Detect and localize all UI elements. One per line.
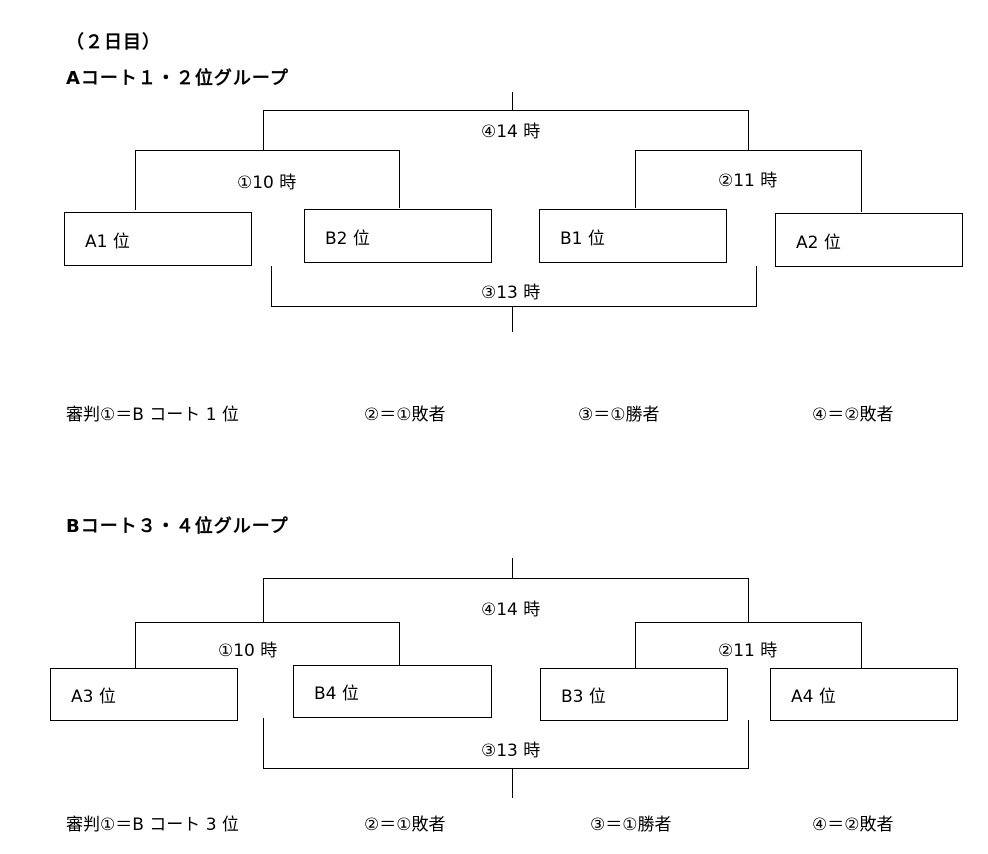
team-box: B2 位	[304, 209, 492, 263]
match4-left-leg	[263, 578, 264, 622]
referee-note: 審判①＝B コート 3 位	[66, 815, 239, 835]
match1-connector	[135, 150, 400, 151]
match4-top-stem	[512, 558, 513, 578]
referee-note: 審判①＝B コート 1 位	[66, 405, 239, 425]
referee-note: ②＝①敗者	[364, 405, 446, 425]
match3-time-label: ③13 時	[481, 283, 541, 303]
match1-right-leg	[399, 622, 400, 665]
match3-left-leg	[271, 266, 272, 306]
match3-right-leg	[748, 720, 749, 768]
match4-connector	[263, 578, 749, 579]
team-box: B3 位	[540, 668, 728, 721]
team-box: A4 位	[770, 668, 958, 721]
match3-time-label: ③13 時	[481, 741, 541, 761]
match4-connector	[263, 110, 749, 111]
match1-connector	[135, 622, 400, 623]
match2-connector	[635, 150, 862, 151]
match1-left-leg	[135, 150, 136, 210]
team-box: A3 位	[50, 668, 238, 721]
match1-time-label: ①10 時	[218, 641, 278, 661]
referee-note: ④＝②敗者	[812, 815, 894, 835]
match3-bottom-stem	[512, 306, 513, 332]
match2-left-leg	[635, 622, 636, 668]
match1-left-leg	[135, 622, 136, 668]
match3-connector	[271, 306, 757, 307]
match4-time-label: ④14 時	[481, 122, 541, 142]
group-a-title: Aコート１・２位グループ	[66, 68, 289, 89]
match3-bottom-stem	[512, 768, 513, 798]
match4-right-leg	[748, 110, 749, 150]
team-box: B4 位	[293, 665, 492, 718]
group-b-title: Bコート３・４位グループ	[66, 516, 289, 537]
match4-time-label: ④14 時	[481, 600, 541, 620]
match1-right-leg	[399, 150, 400, 208]
match3-connector	[263, 768, 749, 769]
match1-time-label: ①10 時	[237, 173, 297, 193]
match2-time-label: ②11 時	[718, 171, 778, 191]
match2-right-leg	[861, 150, 862, 212]
referee-note: ③＝①勝者	[578, 405, 660, 425]
match4-left-leg	[263, 110, 264, 150]
match2-left-leg	[635, 150, 636, 208]
team-box: A2 位	[775, 213, 963, 267]
day-label: （２日目）	[66, 32, 161, 53]
match4-top-stem	[512, 92, 513, 110]
referee-note: ③＝①勝者	[590, 815, 672, 835]
match2-right-leg	[861, 622, 862, 668]
match4-right-leg	[748, 578, 749, 622]
referee-note: ②＝①敗者	[364, 815, 446, 835]
match2-time-label: ②11 時	[718, 641, 778, 661]
match3-right-leg	[756, 266, 757, 306]
match2-connector	[635, 622, 862, 623]
referee-note: ④＝②敗者	[812, 405, 894, 425]
team-box: B1 位	[539, 209, 727, 263]
team-box: A1 位	[64, 212, 252, 266]
match3-left-leg	[263, 718, 264, 768]
